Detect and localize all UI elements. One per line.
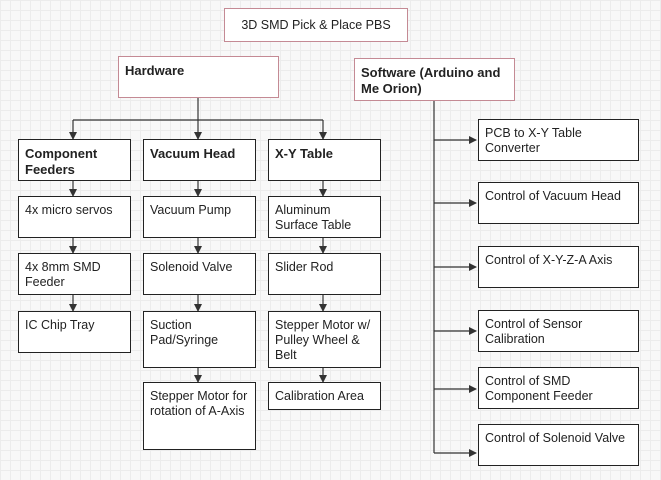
xy-table-item-box[interactable]: Slider Rod (268, 253, 381, 295)
component-feeders-item-box[interactable]: IC Chip Tray (18, 311, 131, 353)
hardware-box[interactable]: Hardware (118, 56, 279, 98)
vacuum-head-box[interactable]: Vacuum Head (143, 139, 256, 181)
software-item-box[interactable]: Control of SMD Component Feeder (478, 367, 639, 409)
software-item-label: Control of X-Y-Z-A Axis (485, 253, 613, 267)
component-feeders-item-box[interactable]: 4x 8mm SMD Feeder (18, 253, 131, 295)
xy-table-box[interactable]: X-Y Table (268, 139, 381, 181)
xy-table-item-label: Stepper Motor w/ Pulley Wheel & Belt (275, 318, 371, 362)
hardware-label: Hardware (125, 63, 185, 78)
vacuum-head-label: Vacuum Head (150, 146, 236, 161)
software-item-box[interactable]: Control of X-Y-Z-A Axis (478, 246, 639, 288)
software-item-label: PCB to X-Y Table Converter (485, 126, 582, 155)
software-item-box[interactable]: Control of Solenoid Valve (478, 424, 639, 466)
diagram-title-box[interactable]: 3D SMD Pick & Place PBS (224, 8, 408, 42)
component-feeders-item-label: IC Chip Tray (25, 318, 95, 332)
component-feeders-label: Component Feeders (25, 146, 98, 177)
software-item-label: Control of Vacuum Head (485, 189, 621, 203)
software-item-label: Control of Sensor Calibration (485, 317, 583, 346)
software-box[interactable]: Software (Arduino and Me Orion) (354, 58, 515, 101)
software-item-box[interactable]: Control of Sensor Calibration (478, 310, 639, 352)
xy-table-item-box[interactable]: Calibration Area (268, 382, 381, 410)
vacuum-head-item-box[interactable]: Solenoid Valve (143, 253, 256, 295)
software-item-label: Control of SMD Component Feeder (485, 374, 593, 403)
diagram-title: 3D SMD Pick & Place PBS (241, 17, 391, 32)
component-feeders-item-box[interactable]: 4x micro servos (18, 196, 131, 238)
software-label: Software (Arduino and Me Orion) (361, 65, 501, 96)
vacuum-head-item-box[interactable]: Vacuum Pump (143, 196, 256, 238)
xy-table-item-box[interactable]: Aluminum Surface Table (268, 196, 381, 238)
xy-table-item-box[interactable]: Stepper Motor w/ Pulley Wheel & Belt (268, 311, 381, 368)
software-item-box[interactable]: Control of Vacuum Head (478, 182, 639, 224)
software-item-box[interactable]: PCB to X-Y Table Converter (478, 119, 639, 161)
vacuum-head-item-box[interactable]: Suction Pad/Syringe (143, 311, 256, 368)
xy-table-item-label: Calibration Area (275, 389, 364, 403)
xy-table-item-label: Aluminum Surface Table (275, 203, 352, 232)
xy-table-label: X-Y Table (275, 146, 334, 161)
component-feeders-item-label: 4x 8mm SMD Feeder (25, 260, 101, 289)
vacuum-head-item-label: Suction Pad/Syringe (150, 318, 219, 347)
vacuum-head-item-label: Solenoid Valve (150, 260, 233, 274)
component-feeders-item-label: 4x micro servos (25, 203, 113, 217)
vacuum-head-item-box[interactable]: Stepper Motor for rotation of A-Axis (143, 382, 256, 450)
vacuum-head-item-label: Vacuum Pump (150, 203, 232, 217)
xy-table-item-label: Slider Rod (275, 260, 334, 274)
software-item-label: Control of Solenoid Valve (485, 431, 626, 445)
component-feeders-box[interactable]: Component Feeders (18, 139, 131, 181)
vacuum-head-item-label: Stepper Motor for rotation of A-Axis (150, 389, 248, 418)
